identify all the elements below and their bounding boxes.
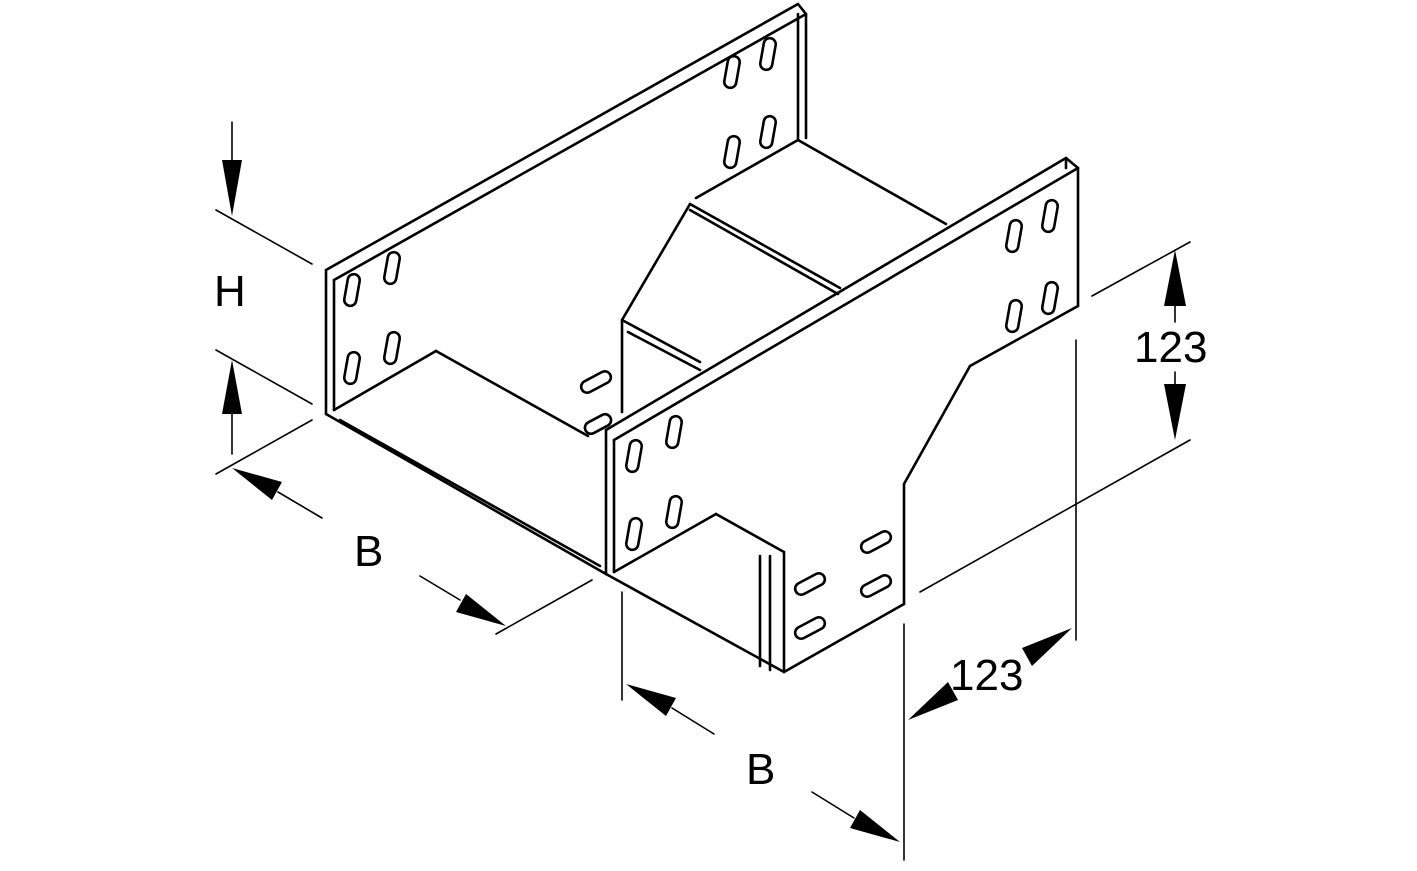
vertical-offset-arrow-bottom — [1164, 384, 1186, 440]
horizontal-offset-arrow-end — [1022, 628, 1072, 666]
height-label: H — [214, 267, 246, 316]
back-side-wall — [324, 2, 808, 416]
front-side-wall — [604, 156, 1080, 576]
left-width-label: B — [354, 527, 383, 576]
left-tray-base — [324, 349, 608, 576]
vertical-offset-dimension: 123 — [919, 241, 1207, 593]
bottom-width-arrow-end — [850, 810, 900, 842]
branch-floor — [620, 138, 948, 414]
height-arrow-bottom — [222, 360, 242, 414]
vertical-offset-arrow-top — [1164, 250, 1186, 306]
left-width-arrow-start — [232, 468, 282, 500]
branch-side-plate — [604, 364, 972, 674]
vertical-offset-label: 123 — [1134, 323, 1207, 372]
mounting-slots — [342, 36, 1060, 640]
bottom-width-arrow-start — [626, 684, 676, 716]
height-arrow-top — [222, 160, 242, 216]
left-width-arrow-end — [456, 594, 506, 626]
bottom-width-label: B — [746, 745, 775, 794]
left-width-dimension: B — [215, 419, 593, 635]
bottom-width-dimension: B — [621, 591, 905, 861]
horizontal-offset-arrow-start — [908, 682, 958, 720]
horizontal-offset-dimension: 123 — [908, 339, 1077, 720]
height-dimension: H — [214, 121, 313, 455]
horizontal-offset-label: 123 — [950, 651, 1023, 700]
